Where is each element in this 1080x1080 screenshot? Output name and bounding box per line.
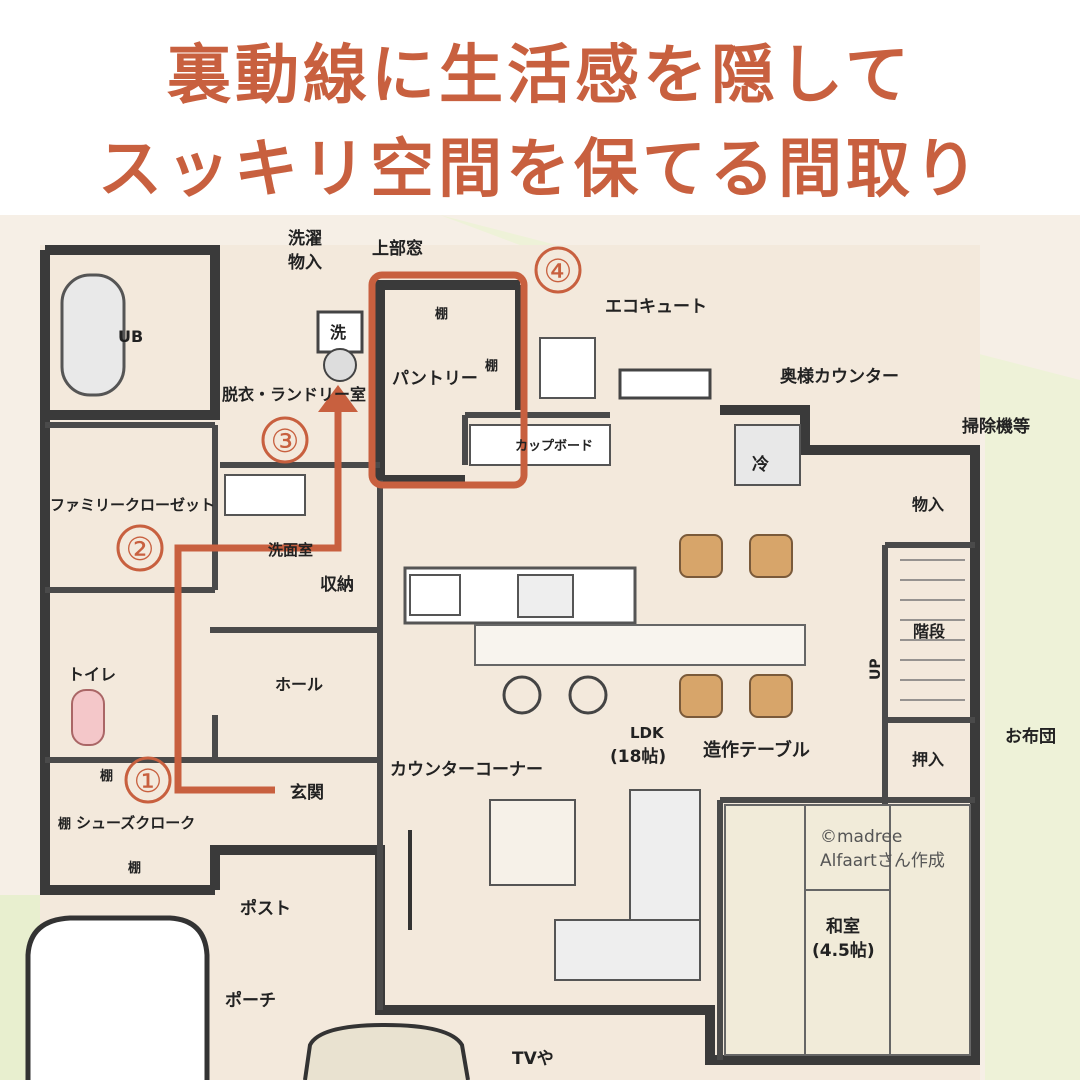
washer-drum [323,348,357,382]
eco-cute-unit [539,337,596,399]
label-family-closet: ファミリークローゼット [50,496,215,514]
label-post: ポスト [240,898,291,919]
coffee-table [489,799,576,886]
label-washroom: 洗面室 [268,541,313,559]
marker-3: ③ [271,422,300,460]
wash-basin [224,474,306,516]
credit-line-2: Alfaartさん作成 [820,851,945,871]
label-cupboard: カップボード [515,438,593,454]
label-up: UP [868,658,884,680]
label-stairs: 階段 [913,622,946,641]
cooktop [409,574,461,616]
stairs-treads [900,559,965,701]
built-in-table [474,624,806,666]
label-dressing-laundry: 脱衣・ランドリー室 [222,385,366,404]
label-washitsu-size: (4.5帖) [812,940,875,961]
label-hall: ホール [275,675,323,694]
marker-circles [116,246,582,804]
counter-stools [502,675,608,715]
marker-1: ① [134,762,163,800]
toilet-fixture [71,689,105,746]
label-cleaner-storage: 掃除機等 [962,416,1030,437]
label-laundry-in-2: 物入 [288,252,322,273]
label-entrance: 玄関 [290,782,324,803]
title-line-1: 裏動線に生活感を隠して [166,39,914,113]
outer-walls [40,245,980,1065]
label-shelf-shoe-left: 棚 [58,816,71,832]
label-toilet: トイレ [68,665,116,684]
pantry-highlight [368,271,528,489]
car-2 [303,1022,470,1080]
label-shelf-pantry-top: 棚 [435,306,448,322]
label-ldk-size: (18帖) [610,746,666,767]
eco-cute-tank [618,368,712,400]
label-upper-window: 上部窓 [372,238,423,259]
marker-4: ④ [544,252,573,290]
back-route-path [174,400,342,794]
marker-2: ② [126,530,155,568]
bathtub [60,273,126,397]
kitchen-sink [517,574,574,618]
label-counter-corner: カウンターコーナー [390,760,543,780]
washer-box [316,310,364,354]
label-shelf-pantry-side: 棚 [485,358,498,374]
label-fridge: 冷 [752,454,769,475]
credit-line-1: ©madree [820,827,902,847]
label-washitsu: 和室 [826,916,860,937]
label-tv: TVや [512,1049,554,1069]
tatami-mats [724,804,971,1056]
label-laundry-in-1: 洗濯 [288,228,322,249]
label-ub: UB [118,327,143,346]
label-pantry: パントリー [392,369,478,389]
label-ldk: LDK [630,724,665,742]
label-porch: ポーチ [225,990,276,1011]
label-eco-cute: エコキュート [605,297,707,317]
label-washer: 洗 [330,323,346,342]
label-storage: 物入 [912,495,944,514]
car [25,915,210,1080]
label-futon: お布団 [1005,726,1056,747]
lawn-area [440,215,1080,1080]
label-oshiire: 押入 [912,750,944,769]
fridge [734,424,801,486]
cupboard-unit [469,424,611,466]
label-shoe-cloak: シューズクローク [76,814,195,832]
sofa-chaise [554,919,701,981]
label-shelf-shoe-top: 棚 [100,768,113,784]
label-built-table: 造作テーブル [703,739,810,761]
title-line-2: スッキリ空間を保てる間取り [98,133,982,207]
label-shelf-shoe-bottom: 棚 [128,860,141,876]
label-wife-counter: 奥様カウンター [780,366,899,387]
dining-chairs [679,534,793,718]
route-arrow-head [318,385,358,412]
label-storage-2: 収納 [320,574,354,595]
